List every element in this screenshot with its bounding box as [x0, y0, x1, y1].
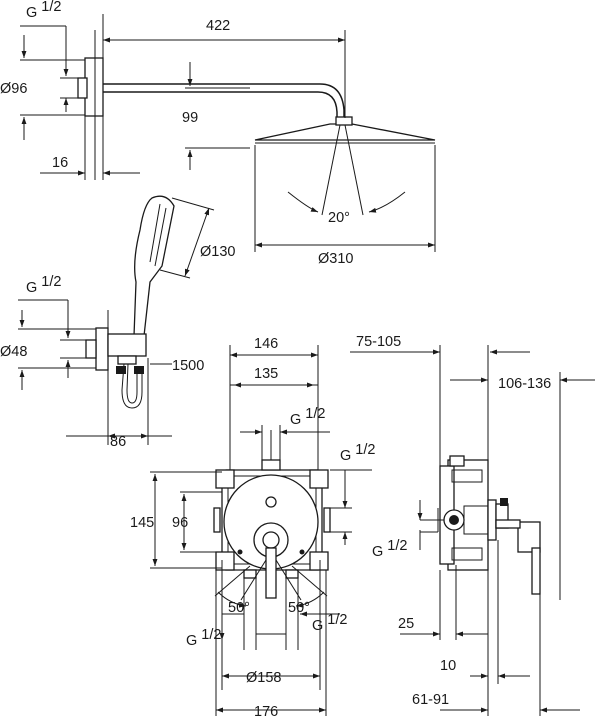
label-height-145: 145 [130, 515, 154, 531]
wall-flange [84, 57, 104, 117]
label-rosette-dia: Ø158 [246, 670, 281, 686]
mixer-lever-icon [265, 547, 277, 599]
label-drop: 99 [182, 110, 198, 126]
hand-shower-icon [133, 195, 175, 337]
label-flange-dia: Ø96 [0, 81, 27, 97]
side-lever-icon [517, 521, 541, 553]
label-depth-106-136: 106-136 [498, 376, 551, 392]
label-angle-left: 50° [228, 600, 250, 616]
label-depth-25: 25 [398, 616, 414, 632]
label-depth-75-105: 75-105 [356, 334, 401, 350]
label-box-135: 135 [254, 366, 278, 382]
label-hand-dia: Ø130 [200, 244, 235, 260]
label-elbow-dia: Ø48 [0, 344, 27, 360]
shower-arm-icon [103, 83, 345, 120]
label-hose-len: 1500 [172, 358, 204, 374]
hose-icon [121, 363, 143, 409]
label-depth-10: 10 [440, 658, 456, 674]
label-depth-61-91: 61-91 [412, 692, 449, 708]
label-wall-gap: 16 [52, 155, 68, 171]
label-tilt-angle: 20° [328, 210, 350, 226]
label-height-96: 96 [172, 515, 188, 531]
label-head-dia: Ø310 [318, 251, 353, 267]
label-box-176: 176 [254, 704, 278, 720]
wall-elbow-icon [95, 327, 109, 371]
label-box-146: 146 [254, 336, 278, 352]
wall-flange-face [77, 77, 88, 99]
label-angle-right: 50° [288, 600, 310, 616]
label-elbow-depth: 86 [110, 434, 126, 450]
label-arm-length: 422 [206, 18, 230, 34]
